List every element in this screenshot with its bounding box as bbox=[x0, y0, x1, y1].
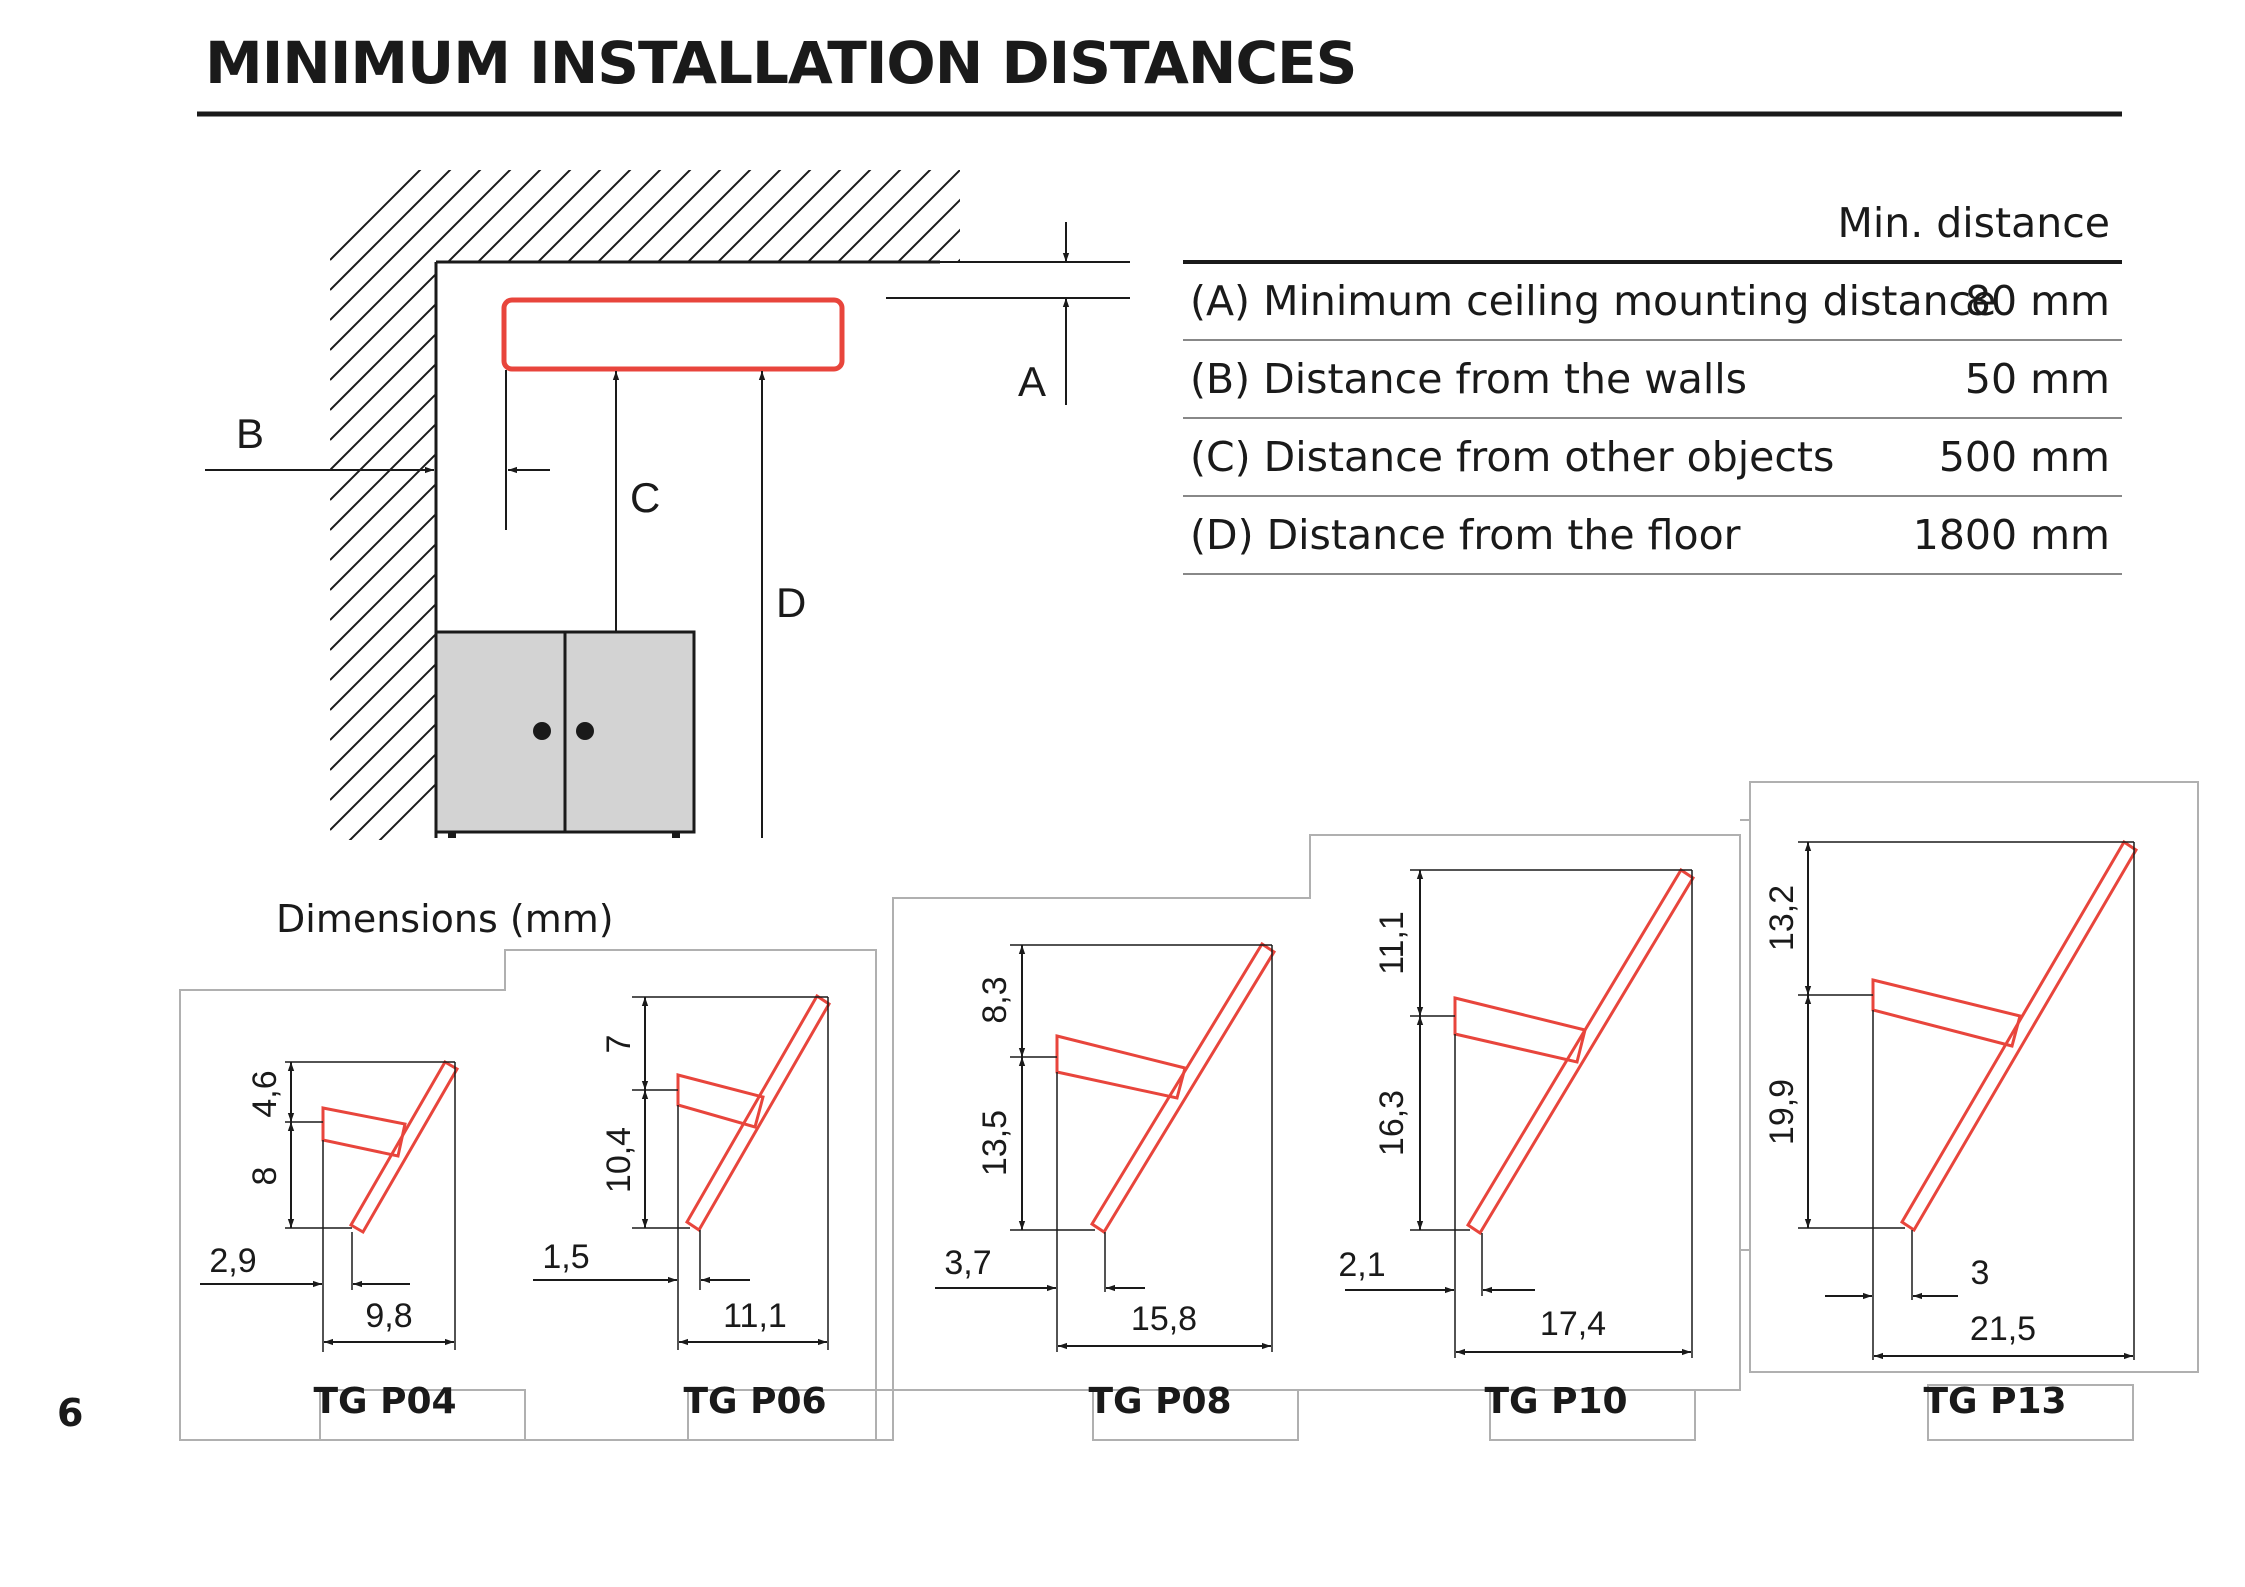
dim-offset: 3 bbox=[1971, 1254, 1990, 1292]
bracket-icon bbox=[1453, 996, 1587, 1064]
table-row-label: (C) Distance from other objects bbox=[1190, 433, 1834, 481]
dim-offset: 2,1 bbox=[1338, 1246, 1385, 1284]
installation-diagram: A B C D bbox=[205, 170, 1130, 840]
dim-offset: 1,5 bbox=[542, 1238, 589, 1276]
dim-side: 19,9 bbox=[1763, 1079, 1801, 1145]
model-tg-p06: 7 10,4 1,5 11,1 TG P06 bbox=[533, 993, 832, 1422]
table-row-value: 80 mm bbox=[1965, 277, 2110, 325]
heater-panel-icon bbox=[1899, 839, 2139, 1233]
label-b: B bbox=[236, 410, 264, 457]
bracket-icon bbox=[676, 1073, 765, 1129]
model-name: TG P13 bbox=[1923, 1381, 2066, 1422]
cabinet-icon bbox=[434, 630, 696, 838]
dim-width: 21,5 bbox=[1970, 1310, 2036, 1348]
model-tg-p13: 13,2 19,9 3 21,5 TG P13 bbox=[1763, 839, 2139, 1422]
table-header: Min. distance bbox=[1837, 199, 2110, 247]
label-d: D bbox=[776, 579, 806, 626]
distance-table: Min. distance (A) Minimum ceiling mounti… bbox=[1183, 199, 2122, 575]
table-row-label: (A) Minimum ceiling mounting distance bbox=[1190, 277, 1996, 325]
table-row-label: (B) Distance from the walls bbox=[1190, 355, 1747, 403]
page-title: MINIMUM INSTALLATION DISTANCES bbox=[205, 29, 1356, 97]
dim-side: 16,3 bbox=[1373, 1090, 1411, 1156]
heater-panel-icon bbox=[1465, 867, 1696, 1236]
dim-top: 13,2 bbox=[1763, 885, 1801, 951]
bracket-icon bbox=[1871, 978, 2022, 1048]
label-a: A bbox=[1018, 358, 1046, 405]
model-name: TG P04 bbox=[313, 1381, 456, 1422]
dim-width: 17,4 bbox=[1540, 1305, 1606, 1343]
heater-panel-icon bbox=[348, 1059, 460, 1235]
dim-offset: 2,9 bbox=[209, 1242, 256, 1280]
dim-top: 7 bbox=[600, 1035, 638, 1054]
bracket-icon bbox=[321, 1106, 407, 1158]
dim-width: 9,8 bbox=[365, 1297, 412, 1335]
table-row-value: 50 mm bbox=[1965, 355, 2110, 403]
table-row-value: 1800 mm bbox=[1913, 511, 2110, 559]
dim-top: 4,6 bbox=[246, 1070, 284, 1117]
table-row-value: 500 mm bbox=[1939, 433, 2110, 481]
model-label-boxes bbox=[319, 1384, 2134, 1441]
bracket-icon bbox=[1055, 1034, 1187, 1100]
dim-side: 8 bbox=[246, 1167, 284, 1186]
dim-top: 8,3 bbox=[976, 976, 1014, 1023]
dim-top: 11,1 bbox=[1373, 911, 1411, 975]
dimensions-heading: Dimensions (mm) bbox=[276, 897, 614, 941]
label-c: C bbox=[630, 474, 660, 521]
dim-width: 11,1 bbox=[723, 1297, 787, 1335]
model-panel-borders bbox=[179, 781, 2199, 1441]
model-name: TG P08 bbox=[1088, 1381, 1231, 1422]
table-row-label: (D) Distance from the floor bbox=[1190, 511, 1741, 559]
heater-panel-icon bbox=[684, 993, 832, 1233]
page-number: 6 bbox=[57, 1391, 83, 1435]
dim-offset: 3,7 bbox=[944, 1244, 991, 1282]
dim-side: 10,4 bbox=[600, 1127, 638, 1193]
model-name: TG P06 bbox=[683, 1381, 826, 1422]
dim-side: 13,5 bbox=[976, 1110, 1014, 1176]
heater-icon bbox=[501, 297, 845, 372]
heater-panel-icon bbox=[1089, 941, 1277, 1235]
model-tg-p10: 11,1 16,3 2,1 17,4 TG P10 bbox=[1338, 867, 1696, 1422]
model-tg-p04: 4,6 8 2,9 9,8 TG P04 bbox=[200, 1059, 460, 1422]
dim-width: 15,8 bbox=[1131, 1300, 1197, 1338]
model-name: TG P10 bbox=[1484, 1381, 1627, 1422]
model-tg-p08: 8,3 13,5 3,7 15,8 TG P08 bbox=[935, 941, 1277, 1422]
